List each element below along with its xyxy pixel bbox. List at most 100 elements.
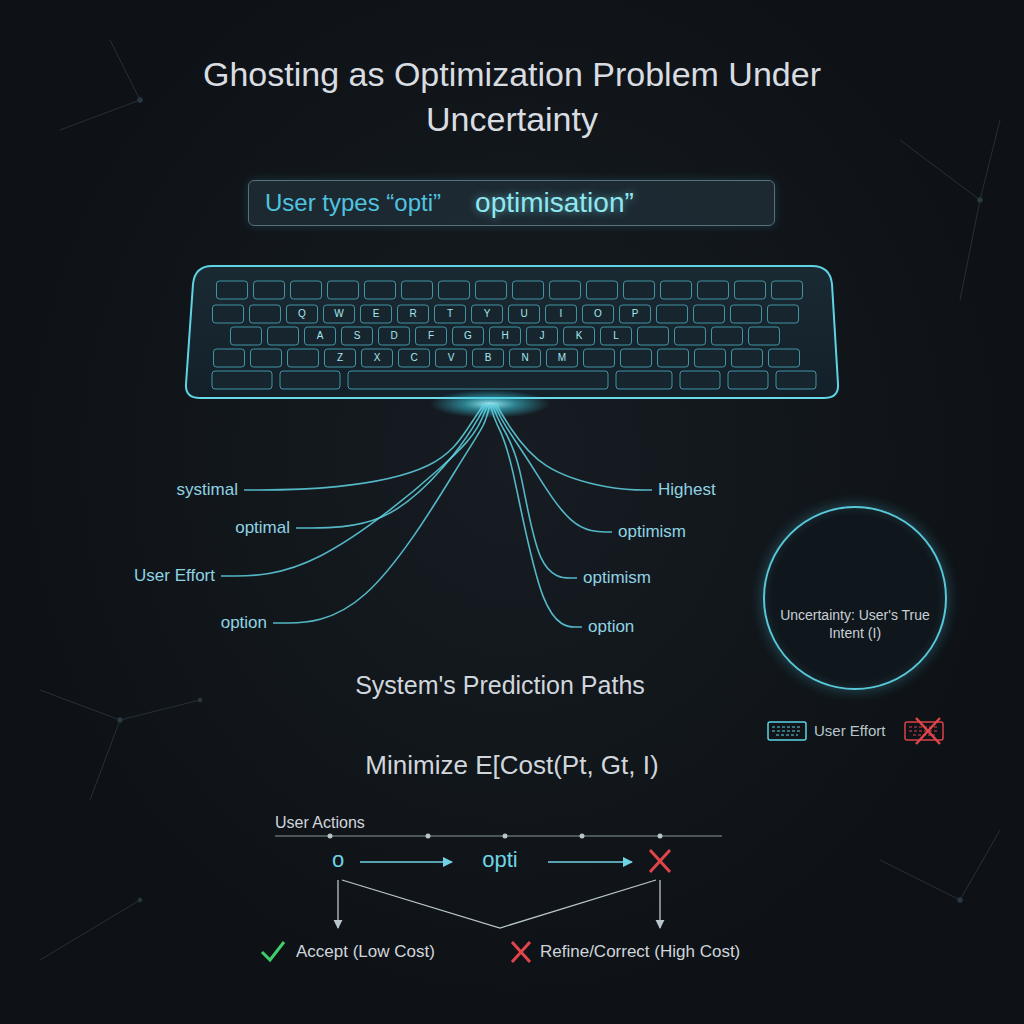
key: [402, 281, 433, 299]
key: [398, 305, 429, 323]
action-step: o: [332, 847, 344, 872]
key: [379, 327, 410, 345]
key: [328, 281, 359, 299]
key: [749, 327, 780, 345]
action-step: opti: [482, 847, 517, 872]
key: [348, 371, 608, 389]
axis-label: User Actions: [275, 814, 365, 832]
key: [439, 281, 470, 299]
key: [772, 281, 803, 299]
keyboard-illustration: [186, 266, 838, 418]
background-network: [40, 40, 1000, 960]
key: [231, 327, 262, 345]
input-bar: User types “opti”optimisation”: [248, 180, 775, 226]
key: [601, 327, 632, 345]
key: [550, 281, 581, 299]
key: [616, 371, 672, 389]
key: [472, 305, 503, 323]
outcome-label: Refine/Correct (High Cost): [540, 942, 740, 962]
outcome-label: Accept (Low Cost): [296, 942, 435, 962]
key-letter: A: [317, 330, 324, 342]
key: [527, 327, 558, 345]
key: [342, 327, 373, 345]
key-letter: T: [447, 308, 453, 320]
key: [621, 349, 652, 367]
key: [731, 305, 762, 323]
prediction-option: Highest: [658, 480, 716, 500]
intent-text: Uncertainty: User's True Intent (I): [780, 607, 930, 642]
key: [362, 349, 393, 367]
accept-check: [262, 942, 284, 960]
key: [213, 305, 244, 323]
key-letter: S: [354, 330, 361, 342]
key: [254, 281, 285, 299]
prediction-path: [296, 404, 486, 528]
key-letter: N: [521, 352, 528, 364]
key: [217, 281, 248, 299]
key: [624, 281, 655, 299]
key-letter: E: [373, 308, 380, 320]
key: [587, 281, 618, 299]
key-letter: G: [464, 330, 472, 342]
key: [658, 349, 689, 367]
key: [694, 305, 725, 323]
key-grid: [212, 281, 816, 389]
prediction-path: [496, 404, 652, 490]
key: [325, 349, 356, 367]
key-letter: Y: [484, 308, 491, 320]
key: [268, 327, 299, 345]
key: [583, 305, 614, 323]
key: [476, 281, 507, 299]
objective-formula: Minimize E[Cost(Pt, Gt, I): [365, 751, 658, 781]
key: [435, 305, 466, 323]
key-letter: U: [520, 308, 527, 320]
refine-cross: [512, 942, 530, 962]
key: [288, 349, 319, 367]
key-letter: O: [594, 308, 602, 320]
key: [214, 349, 245, 367]
key: [695, 349, 726, 367]
key-letter: V: [448, 352, 455, 364]
section-heading: System's Prediction Paths: [355, 671, 645, 700]
key: [453, 327, 484, 345]
prediction-option: systimal: [177, 480, 238, 500]
key: [638, 327, 669, 345]
keyboard-body: [186, 266, 838, 398]
key-letter: C: [410, 352, 417, 364]
key: [768, 305, 799, 323]
prediction-option: option: [221, 613, 267, 633]
key: [212, 371, 272, 389]
prediction-path: [494, 404, 612, 532]
key: [251, 349, 282, 367]
key-letter: M: [558, 352, 566, 364]
key-letter: F: [428, 330, 434, 342]
prediction-path: [244, 404, 484, 490]
key: [675, 327, 706, 345]
key: [280, 371, 340, 389]
key: [361, 305, 392, 323]
key-letter: R: [409, 308, 416, 320]
prediction-option: User Effort: [134, 566, 215, 586]
prediction-path: [273, 404, 490, 623]
key: [436, 349, 467, 367]
key: [399, 349, 430, 367]
key-letter: P: [632, 308, 639, 320]
key-letter: D: [390, 330, 397, 342]
key: [712, 327, 743, 345]
key-letter: W: [334, 308, 343, 320]
key: [365, 281, 396, 299]
key-letter: Q: [298, 308, 306, 320]
key-letter: J: [540, 330, 545, 342]
prediction-path: [490, 404, 582, 627]
ghost-suggestion: optimisation”: [475, 187, 634, 219]
key: [661, 281, 692, 299]
key: [416, 327, 447, 345]
key: [509, 305, 540, 323]
prediction-path: [221, 404, 488, 576]
prediction-option: option: [588, 617, 634, 637]
key: [305, 327, 336, 345]
key-letter: B: [485, 352, 492, 364]
key: [732, 349, 763, 367]
key: [546, 305, 577, 323]
glow-hub: [430, 390, 550, 418]
